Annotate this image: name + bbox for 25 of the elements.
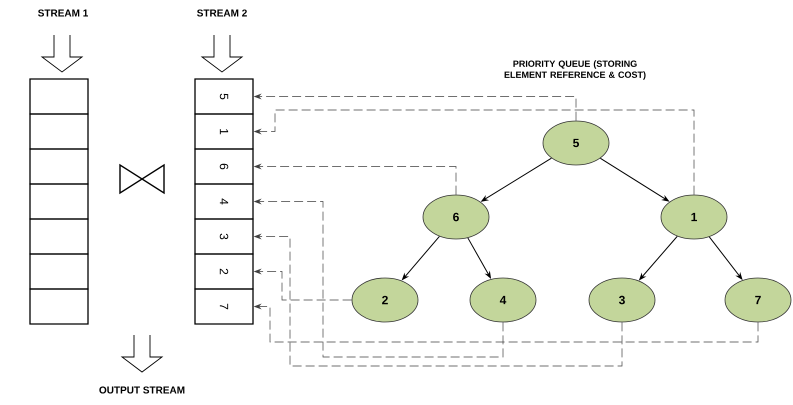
array-cell: 6 (194, 148, 254, 185)
tree-node: 1 (660, 194, 728, 240)
tree-node: 3 (588, 278, 656, 322)
tree-node: 2 (352, 278, 418, 322)
array-cell (29, 78, 89, 115)
heading: PRIORITY QUEUE (STORING ELEMENT REFERENCE & COST) (504, 60, 646, 80)
array-cell: 3 (194, 218, 254, 255)
array-cell (29, 148, 89, 185)
array-cell: 7 (194, 288, 254, 325)
tree-node: 4 (470, 278, 536, 322)
array-cell: 2 (194, 253, 254, 290)
array-cell (29, 253, 89, 290)
array-cell: 1 (194, 113, 254, 150)
array-cell (29, 113, 89, 150)
tree-node: 7 (724, 278, 792, 322)
array-cell (29, 218, 89, 255)
stream-label: STREAM 2 (197, 9, 247, 17)
array-cell (29, 288, 89, 325)
array-cell: 4 (194, 183, 254, 220)
array-cell: 5 (194, 78, 254, 115)
stream-label: OUTPUT STREAM (99, 386, 184, 394)
tree-node: 5 (542, 120, 610, 166)
array-cell (29, 183, 89, 220)
stream-label: STREAM 1 (38, 9, 88, 17)
tree-node: 6 (422, 194, 490, 240)
